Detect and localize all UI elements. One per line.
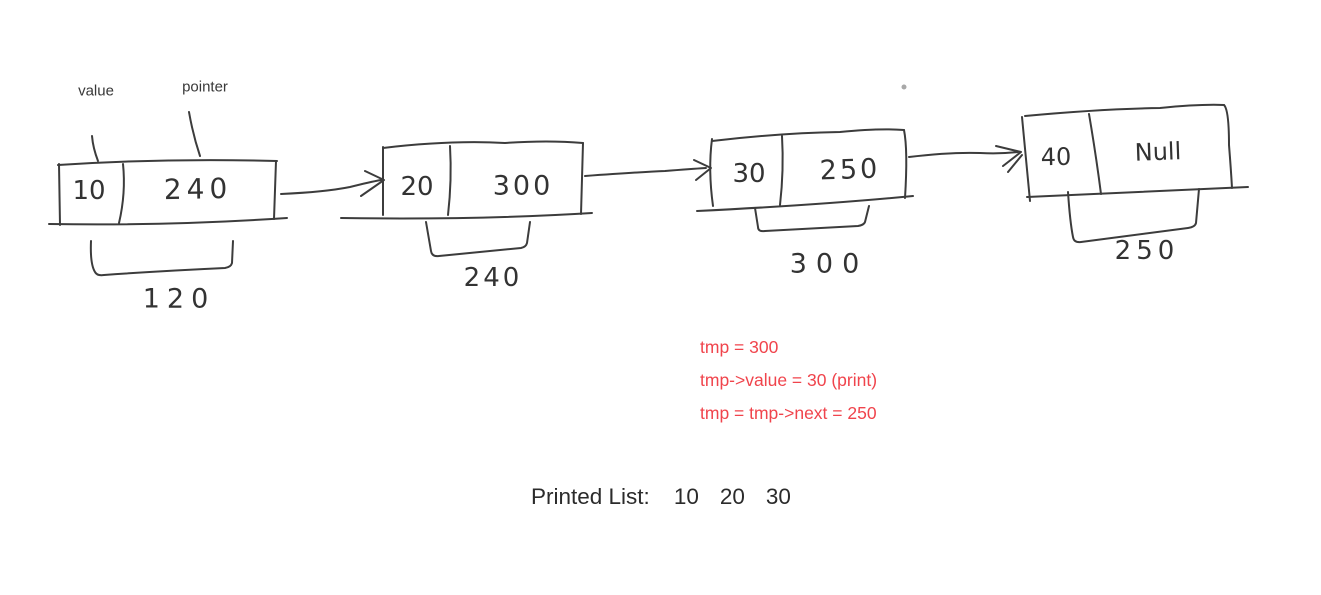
trace-line-1: tmp = 300 (700, 337, 779, 357)
stray-dot (901, 84, 907, 90)
arrow-3 (908, 145, 1023, 173)
node-2-pointer: 300 (492, 170, 554, 202)
node-3-address-bracket (754, 205, 870, 233)
node-3-address: 300 (789, 248, 869, 280)
node-4-value: 40 (1040, 142, 1072, 172)
printed-list-value-2: 20 (719, 484, 745, 509)
pointer-field-label: pointer (182, 78, 228, 96)
node-2-sketch (340, 140, 593, 258)
node-3-value: 30 (732, 159, 766, 189)
node-4-address: 250 (1114, 236, 1180, 266)
arrow-1 (280, 170, 385, 197)
pointer-leader-line (188, 111, 201, 157)
trace-line-3: tmp = tmp->next = 250 (700, 403, 877, 423)
node-1-value: 10 (72, 176, 106, 206)
node-4-pointer: Null (1134, 137, 1182, 167)
node-1-address: 120 (142, 283, 216, 315)
printed-list: Printed List: 10 20 30 (531, 484, 812, 510)
trace-line-2: tmp->value = 30 (print) (700, 370, 878, 390)
node-4-address-bracket (1067, 188, 1200, 244)
printed-list-value-1: 10 (673, 484, 699, 509)
node-4-sketch (1021, 103, 1249, 244)
printed-list-label: Printed List: (531, 484, 650, 509)
node-2-address-bracket (425, 221, 531, 258)
trace-annotation: tmp = 300 tmp->value = 30 (print) tmp = … (700, 331, 877, 430)
value-field-label: value (78, 82, 114, 100)
node-3-pointer: 250 (819, 153, 881, 187)
node-1-pointer: 240 (163, 171, 233, 207)
value-leader-line (91, 135, 99, 162)
node-3-sketch (696, 128, 914, 233)
printed-list-value-3: 30 (765, 484, 791, 509)
node-1-address-bracket (89, 240, 234, 277)
node-2-value: 20 (400, 172, 434, 202)
node-1-sketch (48, 111, 288, 277)
arrow-2 (584, 159, 712, 181)
node-2-address: 240 (463, 263, 523, 293)
